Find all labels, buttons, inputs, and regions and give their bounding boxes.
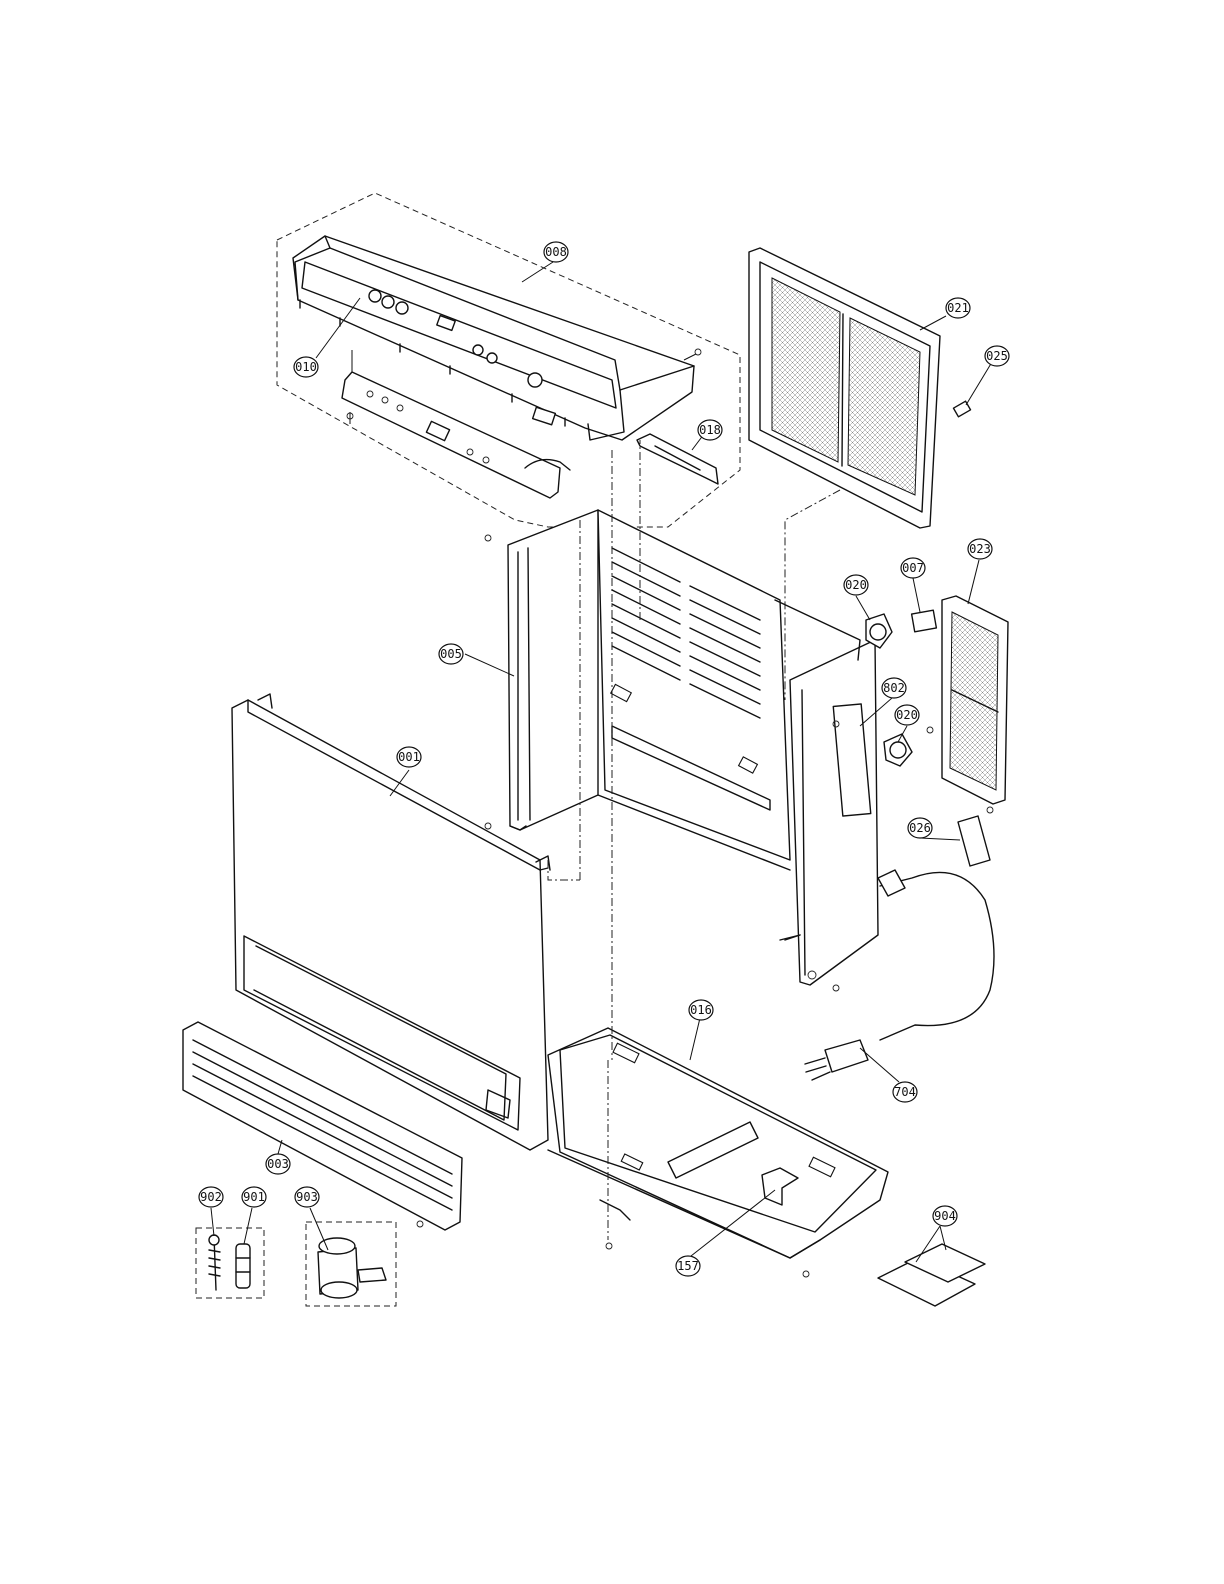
- svg-text:157: 157: [677, 1259, 699, 1273]
- callout-021: 021: [946, 298, 970, 318]
- svg-text:016: 016: [690, 1003, 712, 1017]
- svg-text:025: 025: [986, 349, 1008, 363]
- callout-902: 902: [199, 1187, 223, 1207]
- svg-text:005: 005: [440, 647, 462, 661]
- bracket-018: [637, 434, 718, 484]
- callout-026: 026: [908, 818, 932, 838]
- callout-025: 025: [985, 346, 1009, 366]
- svg-text:020: 020: [896, 708, 918, 722]
- right-chassis-panel: [775, 600, 878, 985]
- callout-016: 016: [689, 1000, 713, 1020]
- svg-text:704: 704: [894, 1085, 916, 1099]
- svg-text:001: 001: [398, 750, 420, 764]
- callout-008: 008: [544, 242, 568, 262]
- callout-157: 157: [676, 1256, 700, 1276]
- accessory-box-valve: [306, 1222, 396, 1306]
- callout-903: 903: [295, 1187, 319, 1207]
- callout-003: 003: [266, 1154, 290, 1174]
- svg-text:026: 026: [909, 821, 931, 835]
- callout-010: 010: [294, 357, 318, 377]
- svg-text:023: 023: [969, 542, 991, 556]
- spacer-025: [953, 401, 970, 417]
- rear-filter-frame: [749, 248, 940, 528]
- svg-text:802: 802: [883, 681, 905, 695]
- svg-text:903: 903: [296, 1190, 318, 1204]
- callout-001: 001: [397, 747, 421, 767]
- connector-026: [958, 816, 990, 866]
- main-chassis: [598, 510, 790, 870]
- svg-text:902: 902: [200, 1190, 222, 1204]
- side-filter-023: [942, 596, 1008, 804]
- svg-text:018: 018: [699, 423, 721, 437]
- svg-text:904: 904: [934, 1209, 956, 1223]
- callout-020-upper: 020: [844, 575, 868, 595]
- hinge-brackets-904: [878, 1244, 985, 1306]
- svg-text:020: 020: [845, 578, 867, 592]
- callout-802: 802: [882, 678, 906, 698]
- callout-005: 005: [439, 644, 463, 664]
- callout-901: 901: [242, 1187, 266, 1207]
- connector-007: [912, 610, 937, 632]
- svg-text:901: 901: [243, 1190, 265, 1204]
- svg-text:007: 007: [902, 561, 924, 575]
- callout-904: 904: [933, 1206, 957, 1226]
- side-panel-005: [508, 510, 598, 830]
- callout-020-lower: 020: [895, 705, 919, 725]
- svg-text:003: 003: [267, 1157, 289, 1171]
- callout-007: 007: [901, 558, 925, 578]
- svg-text:021: 021: [947, 301, 969, 315]
- fan-motor-lower: [884, 734, 912, 766]
- callout-023: 023: [968, 539, 992, 559]
- callout-018: 018: [698, 420, 722, 440]
- svg-text:008: 008: [545, 245, 567, 259]
- accessory-box-screws: [196, 1228, 264, 1298]
- callout-704: 704: [893, 1082, 917, 1102]
- top-control-panel: [293, 236, 694, 440]
- svg-text:010: 010: [295, 360, 317, 374]
